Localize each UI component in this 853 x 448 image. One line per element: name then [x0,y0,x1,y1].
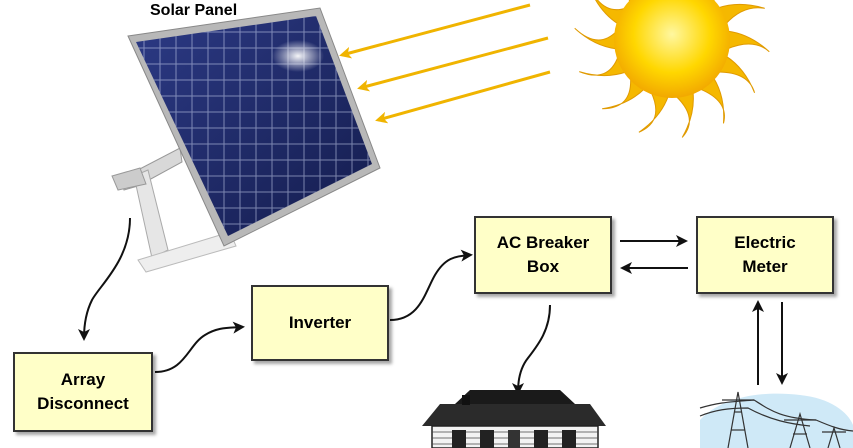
sun-ray [676,92,694,138]
inverter-label: Inverter [289,311,351,335]
sunlight-arrows [342,5,550,120]
sun-ray [727,31,769,52]
solar-panel-title: Solar Panel [150,2,237,20]
array-disconnect-box: Array Disconnect [13,352,153,432]
array-disconnect-line1: Array [37,368,129,392]
house-icon [422,390,606,448]
electric-meter-box: Electric Meter [696,216,834,294]
sun-ray [575,28,617,49]
ac-breaker-line2: Box [497,255,590,279]
ac-breaker-box: AC Breaker Box [474,216,612,294]
array-disconnect-line2: Disconnect [37,392,129,416]
power-lines-icon [700,392,853,448]
ac-breaker-line1: AC Breaker [497,231,590,255]
solar-panel-icon [112,8,380,272]
inverter-box: Inverter [251,285,389,361]
sun-ray [639,92,668,132]
electric-meter-line2: Meter [734,255,795,279]
sun-icon [575,0,770,137]
electric-meter-line1: Electric [734,231,795,255]
